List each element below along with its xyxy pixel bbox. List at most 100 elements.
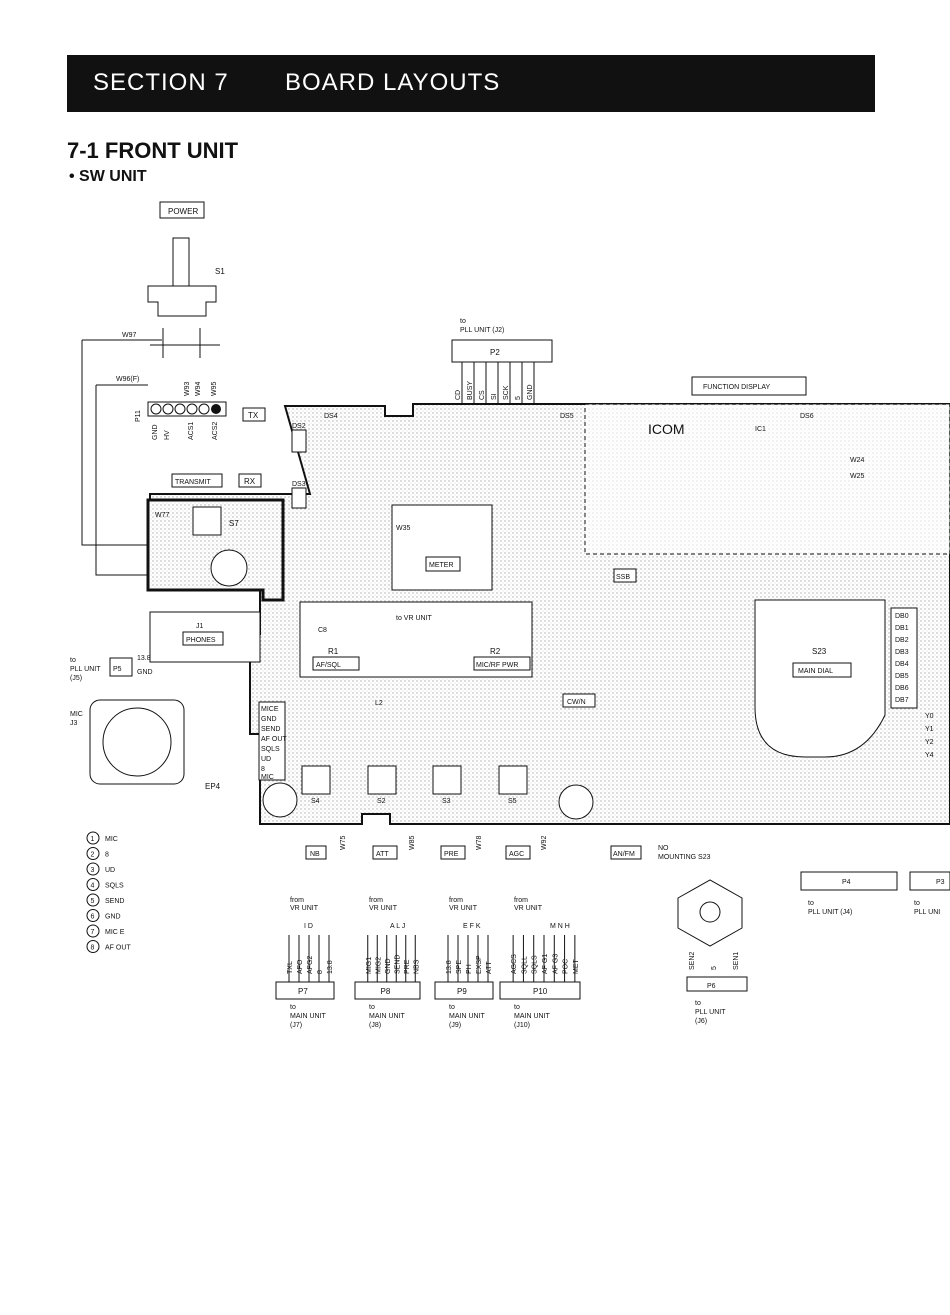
connector-refs: M N H <box>550 923 570 930</box>
s4-label: S4 <box>311 798 320 805</box>
att-label: ATT <box>376 851 389 858</box>
p3-connector <box>909 871 950 891</box>
section-title: BOARD LAYOUTS <box>285 69 501 96</box>
main-dial-label: MAIN DIAL <box>798 668 833 675</box>
legend-pin-circle <box>86 847 100 860</box>
s1-switch-body <box>147 285 217 317</box>
p6-label: P6 <box>707 983 716 990</box>
att-box <box>372 845 398 860</box>
ep4-label: EP4 <box>205 782 221 791</box>
power-switch-shaft <box>172 237 190 287</box>
legend-pin-number: 3 <box>91 867 95 874</box>
unit-title: • SW UNIT <box>69 168 147 185</box>
connector-pin-label: MET <box>573 959 580 975</box>
legend-pin-circle <box>86 878 100 891</box>
connector-pin-label: AF G3 <box>552 954 559 974</box>
svg-text:Y0: Y0 <box>925 713 934 720</box>
connector-pin-label: MIG2 <box>375 957 382 974</box>
to-vr-unit-note: to VR UNIT <box>396 615 433 622</box>
ic1-label: IC1 <box>755 426 766 433</box>
s7-label: S7 <box>229 519 239 528</box>
function-display-region <box>584 403 950 555</box>
wire-w24: W24 <box>850 457 865 464</box>
svg-text:Y1: Y1 <box>925 726 934 733</box>
legend-pin-number: 2 <box>91 852 95 859</box>
power-label: POWER <box>168 207 198 216</box>
svg-text:GND: GND <box>527 384 534 400</box>
ds2-label: DS2 <box>292 423 306 430</box>
wire-w85: W85 <box>409 836 416 851</box>
svg-text:5: 5 <box>515 396 522 400</box>
connector-pin-label: NBS <box>413 959 420 974</box>
phones-box <box>182 631 224 646</box>
svg-text:DB4: DB4 <box>895 661 909 668</box>
wire-w35: W35 <box>396 525 411 532</box>
legend-pin-circle <box>86 893 100 907</box>
svg-text:CD: CD <box>455 390 462 400</box>
function-display-label: FUNCTION DISPLAY <box>703 384 770 391</box>
svg-text:SCK: SCK <box>503 385 510 400</box>
p5-pin-13-8: 13.8 <box>137 655 151 662</box>
rx-box <box>238 473 262 488</box>
wire-w77: W77 <box>155 512 170 519</box>
p11-pin-acs1: ACS1 <box>188 422 195 440</box>
p6-pin-sen1: SEN1 <box>733 952 740 970</box>
connector-pin-label: AFG2 <box>307 956 314 974</box>
svg-text:DB1: DB1 <box>895 625 909 632</box>
nb-box <box>305 845 327 860</box>
svg-text:AF OUT: AF OUT <box>261 736 287 743</box>
ssb-label: SSB <box>616 574 630 581</box>
y-pin-column: Y0 Y1 Y2 Y4 <box>925 713 934 759</box>
connector-pin-label: TXL <box>287 961 294 974</box>
svg-text:DB5: DB5 <box>895 673 909 680</box>
connector-name: P8 <box>381 987 391 996</box>
connector-refs: A L J <box>390 923 405 930</box>
ds4-label: DS4 <box>324 413 338 420</box>
j1-label: J1 <box>196 623 204 630</box>
p11-pin-acs2: ACS2 <box>212 422 219 440</box>
connector-pin-label: AF G1 <box>542 954 549 974</box>
mic-rf-pwr-label: MIC/RF PWR <box>476 662 518 669</box>
p4-label: P4 <box>842 879 851 886</box>
wire-w93: W93 <box>184 382 191 397</box>
legend-pin-number: 8 <box>91 945 95 952</box>
connector-pin-label: AFO <box>297 959 304 974</box>
legend-pin-number: 4 <box>91 883 95 890</box>
rx-label: RX <box>244 477 256 486</box>
wire-w92: W92 <box>541 836 548 851</box>
phones-label: PHONES <box>186 637 216 644</box>
svg-text:UD: UD <box>261 756 271 763</box>
connector-pin-label: ATT <box>486 961 493 974</box>
af-sql-box <box>312 656 360 671</box>
svg-text:GND: GND <box>261 716 277 723</box>
connector-pin-label: POC <box>563 959 570 974</box>
connector-pin-label: 13.8 <box>446 960 453 974</box>
svg-text:Y2: Y2 <box>925 739 934 746</box>
p5-label: P5 <box>113 666 122 673</box>
section-label: SECTION 7 <box>93 69 229 96</box>
main-dial-box <box>792 662 852 678</box>
tx-label: TX <box>248 411 259 420</box>
svg-text:SEND: SEND <box>261 726 280 733</box>
legend-pin-label: GND <box>105 914 121 921</box>
p2-pins: CD BUSY CS SI SCK 5 GND <box>455 381 534 400</box>
ds3-label: DS3 <box>292 481 306 488</box>
mic-rf-pwr-box <box>473 656 531 671</box>
r2-label: R2 <box>490 647 501 656</box>
connector-pin-label: SEND <box>394 955 401 974</box>
db-pin-column: DB0 DB1 DB2 DB3 DB4 DB5 DB6 DB7 <box>890 607 918 709</box>
connector-pin-label: MIG1 <box>366 957 373 974</box>
connector-pin-label: EXSP <box>476 955 483 974</box>
p6-pin-sen2: SEN2 <box>689 952 696 970</box>
af-sql-label: AF/SQL <box>316 662 341 669</box>
